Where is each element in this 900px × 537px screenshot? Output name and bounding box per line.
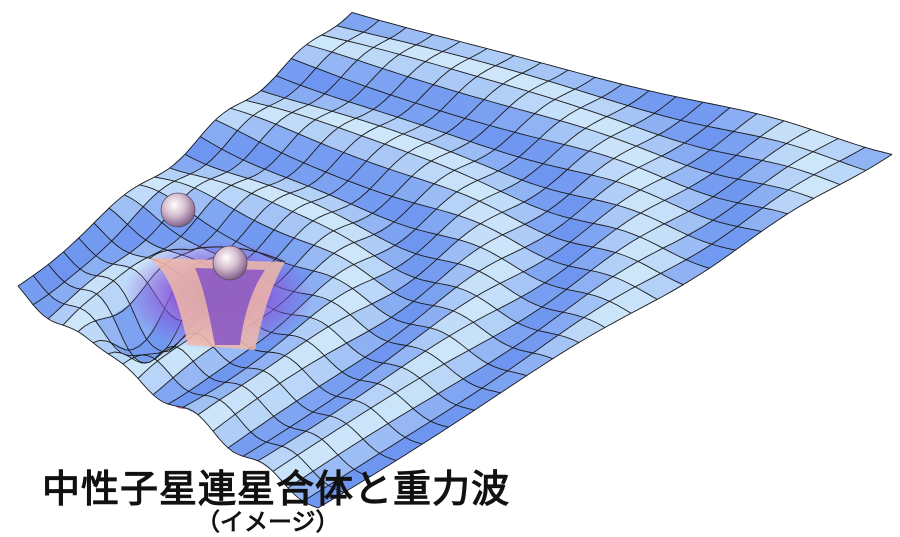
grid-line (242, 113, 758, 457)
grid-line (212, 101, 704, 432)
grid-line (167, 83, 623, 405)
grid-line (47, 27, 407, 320)
gravity-well (123, 240, 313, 350)
caption-title: 中性子星連星合体と重力波 (42, 467, 511, 511)
grid-line (257, 120, 785, 462)
grid-line (317, 154, 893, 509)
grid-line (182, 90, 650, 408)
grid-line (227, 107, 731, 449)
neutron-star-2 (212, 245, 248, 281)
grid-line (272, 129, 812, 472)
caption-subtitle: （イメージ） (196, 508, 340, 536)
grid-line (62, 34, 434, 326)
grid-line (302, 146, 866, 502)
spacetime-grid (17, 11, 893, 509)
grid-line (32, 19, 380, 306)
grid-line (197, 96, 677, 416)
neutron-stars (160, 192, 248, 281)
grid-line (287, 138, 839, 489)
grid-line (17, 12, 353, 287)
neutron-star-1 (160, 192, 196, 228)
